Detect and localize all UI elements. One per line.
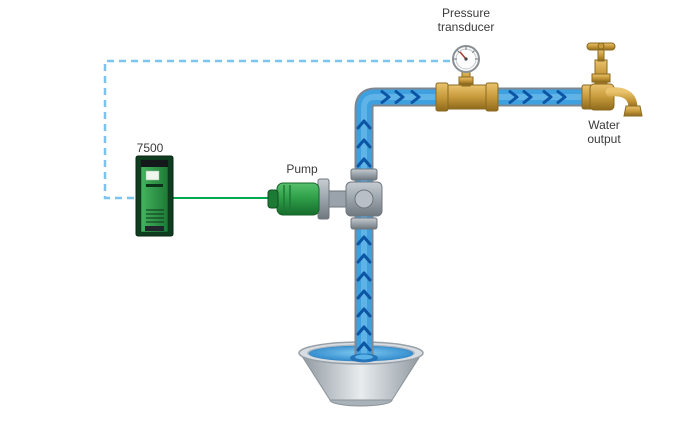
pump-top-flange — [350, 168, 378, 181]
pump-head-hub — [354, 189, 374, 209]
pipe-fill — [356, 89, 588, 361]
fitting-body — [445, 84, 489, 110]
pump-end-cap — [267, 189, 279, 209]
pressure-transducer-label: Pressure transducer — [412, 6, 520, 35]
tap-handle-stem — [597, 49, 605, 62]
pipe-union-fitting — [435, 69, 499, 112]
gauge-pivot — [464, 57, 468, 61]
pipe-water-entry — [350, 353, 378, 363]
gauge-ticks — [454, 47, 478, 60]
pump — [267, 168, 383, 230]
water-pipe — [354, 87, 588, 361]
water-output-label: Water output — [568, 118, 640, 147]
fitting-left-nut — [435, 82, 449, 112]
tap-packing-nut — [591, 73, 611, 83]
water-output-label-line1: Water — [588, 118, 620, 132]
pressure-transducer-label-line1: Pressure — [441, 6, 491, 20]
pump-motor-ribs — [283, 185, 291, 213]
drive-top-strip — [141, 160, 168, 167]
pump-flange — [317, 178, 330, 220]
pressure-transducer — [452, 45, 480, 73]
tap-spout-outlet — [623, 105, 643, 117]
flow-arrows-up — [356, 119, 372, 352]
feedback-signal-line — [103, 59, 450, 200]
pump-label: Pump — [286, 162, 318, 176]
pipe-outline — [354, 87, 588, 361]
water-tap — [581, 42, 643, 117]
pump-bottom-flange — [350, 217, 378, 230]
drive-label: 7500 — [136, 141, 164, 155]
pressure-transducer-label-line2: transducer — [437, 20, 495, 35]
drive-display — [145, 170, 160, 181]
water-output-label-line2: output — [587, 132, 621, 147]
drive-vents — [146, 209, 164, 223]
pipe-sheen — [361, 94, 588, 361]
drive-terminals — [145, 226, 164, 231]
gauge-stem-nut — [458, 76, 474, 85]
flow-arrows-right — [380, 90, 567, 104]
tap-handle-knob — [597, 42, 605, 50]
drive-7500 — [135, 155, 174, 237]
fitting-right-nut — [485, 82, 499, 112]
drive-keypad — [146, 184, 163, 187]
